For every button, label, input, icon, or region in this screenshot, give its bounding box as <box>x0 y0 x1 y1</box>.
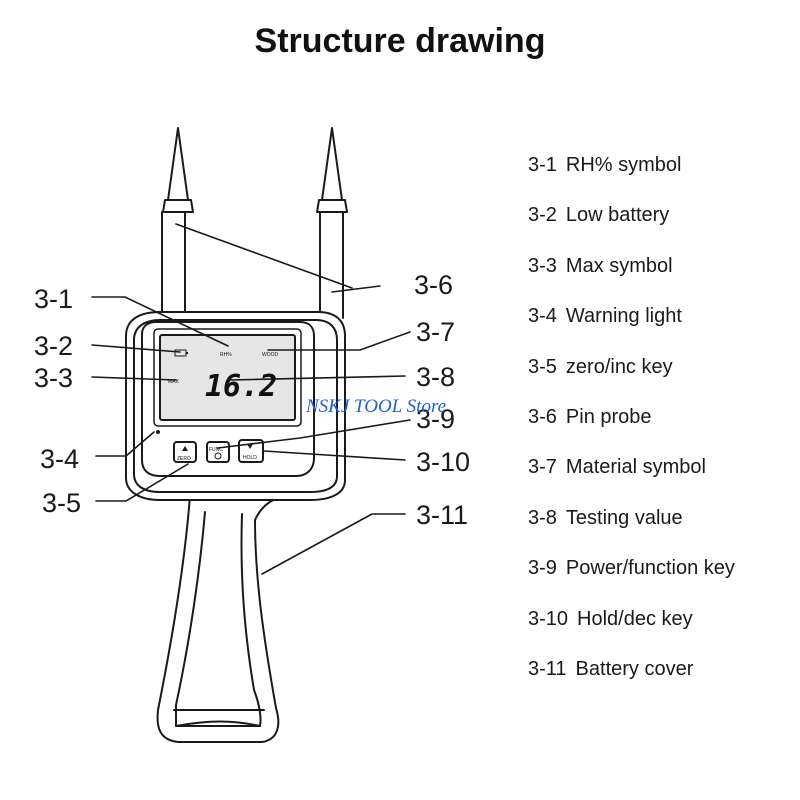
legend-item-label: Testing value <box>565 506 683 529</box>
lcd-rh-symbol: RH% <box>220 352 232 358</box>
callout-3-6: 3-6 <box>414 270 454 300</box>
callout-3-10: 3-10 <box>416 447 471 477</box>
right-probe-tip <box>321 127 343 201</box>
legend-item: 3-3 Max symbol <box>528 253 735 303</box>
legend-item-label: zero/inc key <box>565 355 673 378</box>
legend-item-label: Warning light <box>565 305 682 328</box>
callout-3-4: 3-4 <box>40 444 80 474</box>
leader-3-8 <box>229 375 406 381</box>
callout-3-2: 3-2 <box>34 331 74 361</box>
callout-3-9: 3-9 <box>416 404 456 434</box>
callout-3-8: 3-8 <box>416 362 456 392</box>
leader-3-9 <box>217 419 411 449</box>
legend-item-label: RH% symbol <box>565 154 682 176</box>
handle-outer <box>156 495 280 743</box>
meter-bezel <box>141 321 315 477</box>
legend-item: 3-11 Battery cover <box>528 656 735 706</box>
lcd-testing-value: 16.2 <box>205 369 277 404</box>
legend-item: 3-6 Pin probe <box>528 404 735 454</box>
legend-item-number: 3-4 <box>528 305 557 328</box>
legend-item-number: 3-7 <box>528 456 557 479</box>
legend-item-label: Low battery <box>565 204 670 227</box>
key-label-func: FUNC <box>209 447 223 453</box>
leader-3-1 <box>91 296 229 347</box>
store-watermark: NSKJ TOOL Store <box>306 396 447 417</box>
legend-item-number: 3-9 <box>528 557 557 580</box>
lcd-max-symbol: MAX <box>168 379 180 385</box>
right-probe-shaft <box>319 211 344 319</box>
legend-list: 3-1 RH% symbol 3-2 Low battery 3-3 Max symb… <box>528 152 735 706</box>
legend-item-label: Battery cover <box>575 657 694 680</box>
legend-item-number: 3-3 <box>528 254 557 277</box>
leader-3-11 <box>261 513 406 575</box>
legend-item-label: Max symbol <box>565 254 673 277</box>
callout-3-5: 3-5 <box>42 488 82 518</box>
handle-inner <box>175 511 262 727</box>
legend-item: 3-5 zero/inc key <box>528 354 735 404</box>
legend-item: 3-8 Testing value <box>528 505 735 555</box>
warning-light <box>156 430 160 434</box>
legend-item-number: 3-6 <box>528 405 557 428</box>
callout-3-3: 3-3 <box>34 363 74 393</box>
lcd-screen <box>159 334 296 421</box>
legend-item-label: Power/function key <box>565 557 735 580</box>
legend-item: 3-10 Hold/dec key <box>528 606 735 656</box>
leader-3-2 <box>91 344 181 353</box>
callout-3-1: 3-1 <box>34 284 74 314</box>
legend-item-number: 3-10 <box>528 607 569 630</box>
key-label-zero: ZERO <box>177 456 191 462</box>
right-probe-collar <box>316 199 348 213</box>
legend-item-number: 3-2 <box>528 204 557 227</box>
legend-item: 3-1 RH% symbol <box>528 152 735 202</box>
legend-item-number: 3-1 <box>528 154 557 176</box>
legend-item: 3-2 Low battery <box>528 202 735 252</box>
legend-item-number: 3-8 <box>528 506 557 529</box>
leader-3-7 <box>267 331 411 351</box>
legend-item-number: 3-5 <box>528 355 557 378</box>
left-probe-collar <box>162 199 194 213</box>
leader-3-6b <box>331 285 381 293</box>
left-probe-shaft <box>161 211 186 321</box>
zero-inc-key <box>173 441 197 463</box>
legend-item-label: Pin probe <box>565 405 652 428</box>
legend-item-number: 3-11 <box>528 657 567 680</box>
legend-item-label: Hold/dec key <box>577 607 693 630</box>
key-label-hold: HOLD <box>243 455 257 461</box>
leader-3-4 <box>95 431 155 457</box>
left-probe-tip <box>167 127 189 201</box>
legend-item-label: Material symbol <box>565 456 706 479</box>
legend-item: 3-9 Power/function key <box>528 555 735 605</box>
callout-3-7: 3-7 <box>416 317 456 347</box>
legend-item: 3-4 Warning light <box>528 303 735 353</box>
legend-item: 3-7 Material symbol <box>528 454 735 504</box>
leader-3-6a <box>175 223 353 289</box>
leader-3-3 <box>91 376 177 381</box>
leader-3-10 <box>263 450 406 461</box>
diagram-title: Structure drawing <box>254 22 546 60</box>
lcd-material-symbol: WOOD <box>262 352 278 358</box>
leader-3-5 <box>95 463 189 502</box>
callout-3-11: 3-11 <box>416 500 469 530</box>
